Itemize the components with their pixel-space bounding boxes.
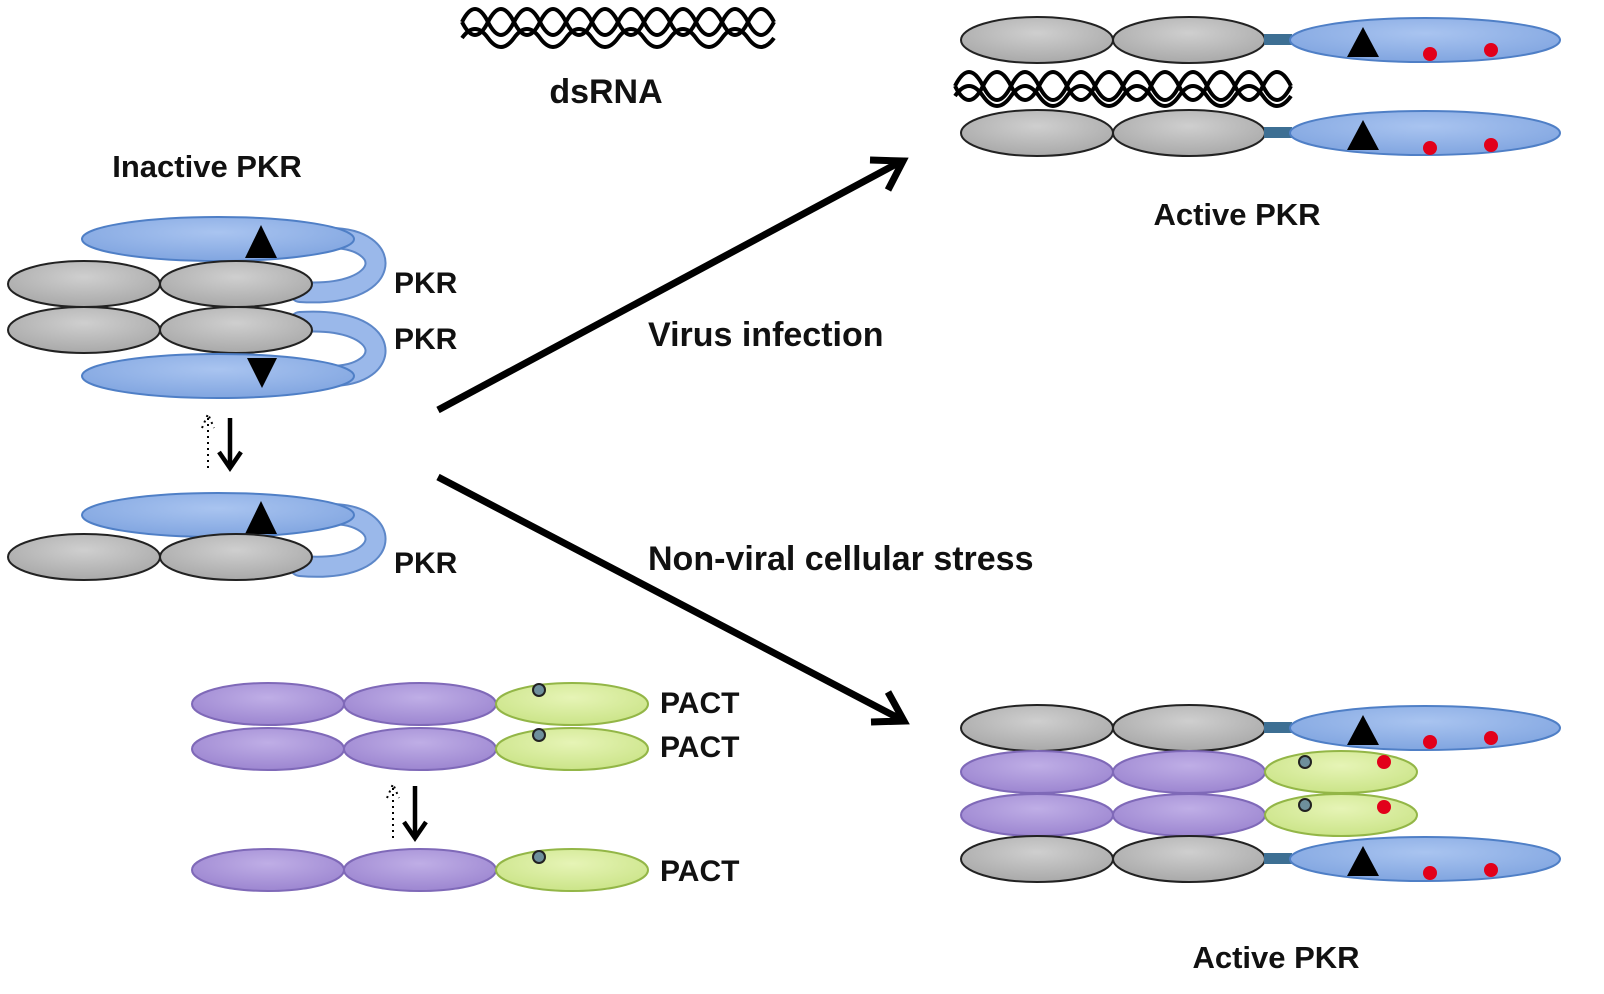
pact-domain — [191, 848, 345, 892]
active-pkr-label-bottom: Active PKR — [1192, 940, 1359, 975]
dsrbd-domain — [1112, 16, 1266, 64]
pact-domain — [1112, 750, 1266, 794]
pact-domain — [343, 727, 497, 771]
pkr-label-1: PKR — [394, 267, 458, 300]
pact-domain-3 — [1264, 793, 1418, 837]
pact-domain — [1112, 793, 1266, 837]
pact-domain-3 — [495, 848, 649, 892]
pact-domain-3 — [495, 682, 649, 726]
pact-label-2: PACT — [660, 731, 739, 764]
pkr-kinase-domain — [81, 353, 355, 399]
pact-domain — [191, 727, 345, 771]
nonviral-stress-label: Non-viral cellular stress — [648, 540, 1034, 578]
pkr-kinase-domain — [81, 492, 355, 538]
dsrbd-domain — [960, 704, 1114, 752]
pkr-equilibrium-arrows — [201, 411, 243, 472]
pact-equilibrium-arrows — [386, 781, 428, 842]
dsrbd-domain — [960, 16, 1114, 64]
bound-dsrna-helix — [953, 70, 1293, 108]
dsrbd-domain — [1112, 835, 1266, 883]
triangle-marker-icon — [247, 358, 277, 388]
dsrbd-domain — [159, 306, 313, 354]
triangle-marker-icon — [1347, 120, 1379, 150]
pact-dot-icon — [1298, 755, 1312, 769]
active-pkr-label-top: Active PKR — [1153, 197, 1320, 232]
pact-domain — [191, 682, 345, 726]
pact-dimer — [191, 682, 649, 771]
phosphorylation-dot — [1484, 863, 1498, 877]
linker — [1264, 34, 1292, 45]
phosphorylation-dot — [1423, 141, 1437, 155]
pact-domain — [343, 848, 497, 892]
dsrbd-domain — [159, 533, 313, 581]
linker — [1264, 127, 1292, 138]
virus-infection-label: Virus infection — [648, 316, 884, 354]
phosphorylation-dot — [1423, 866, 1437, 880]
pact-domain — [960, 750, 1114, 794]
pact-dot-icon — [1298, 798, 1312, 812]
pact-domain-3 — [1264, 750, 1418, 794]
triangle-marker-icon — [1347, 27, 1379, 57]
pact-dot-icon — [532, 683, 546, 697]
pkr-label-3: PKR — [394, 547, 458, 580]
phosphorylation-dot — [1423, 735, 1437, 749]
triangle-marker-icon — [245, 501, 277, 534]
inactive-pkr-label: Inactive PKR — [112, 149, 302, 184]
phosphorylation-dot — [1377, 755, 1391, 769]
virus-infection-arrow — [436, 156, 909, 414]
dsrbd-domain — [960, 109, 1114, 157]
pact-domain-3 — [495, 727, 649, 771]
dsrna-label: dsRNA — [549, 73, 662, 111]
dsrbd-domain — [1112, 704, 1266, 752]
dsrbd-domain — [7, 260, 161, 308]
linker — [1264, 853, 1292, 864]
triangle-marker-icon — [1347, 846, 1379, 876]
dsrbd-domain — [7, 306, 161, 354]
inactive-pkr-monomer — [7, 492, 387, 581]
pact-domain — [960, 793, 1114, 837]
pact-dot-icon — [532, 850, 546, 864]
pkr-label-2: PKR — [394, 323, 458, 356]
inactive-pkr-dimer — [7, 216, 387, 399]
dsrbd-domain — [7, 533, 161, 581]
linker — [1264, 722, 1292, 733]
pkr-kinase-domain — [81, 216, 355, 262]
nonviral-stress-arrow — [436, 473, 910, 726]
phosphorylation-dot — [1423, 47, 1437, 61]
dsrbd-domain — [159, 260, 313, 308]
active-pkr-pact-complex — [960, 704, 1561, 883]
phosphorylation-dot — [1484, 731, 1498, 745]
pact-label-1: PACT — [660, 687, 739, 720]
dsrbd-domain — [1112, 109, 1266, 157]
active-pkr-dsrna-complex — [953, 16, 1561, 157]
phosphorylation-dot — [1484, 43, 1498, 57]
triangle-marker-icon — [245, 225, 277, 258]
dsrna-helix — [460, 7, 776, 49]
pact-label-3: PACT — [660, 855, 739, 888]
pact-domain — [343, 682, 497, 726]
triangle-marker-icon — [1347, 715, 1379, 745]
phosphorylation-dot — [1484, 138, 1498, 152]
pact-monomer — [191, 848, 649, 892]
dsrbd-domain — [960, 835, 1114, 883]
phosphorylation-dot — [1377, 800, 1391, 814]
pact-dot-icon — [532, 728, 546, 742]
